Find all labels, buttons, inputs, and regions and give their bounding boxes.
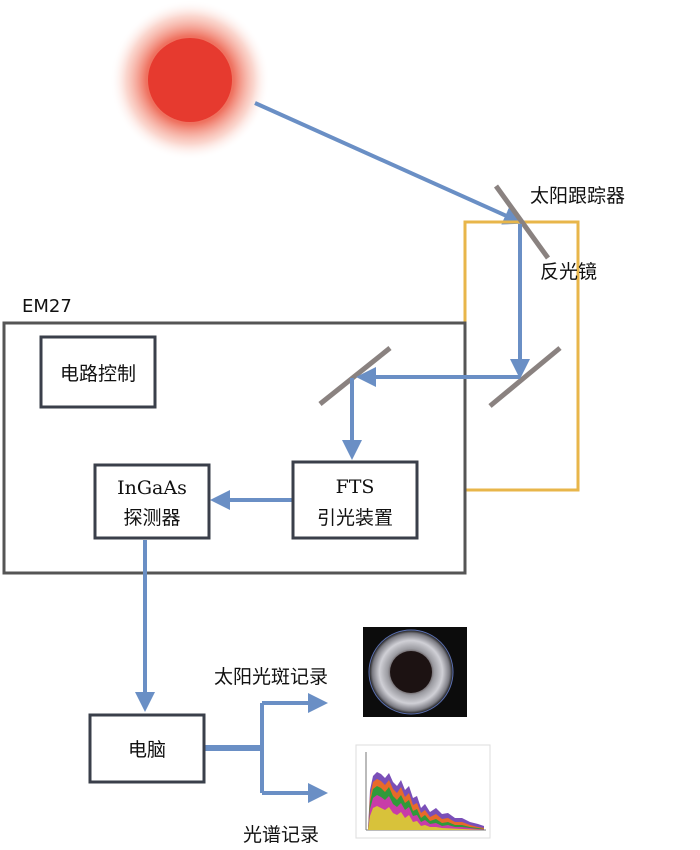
circuit-control-box: 电路控制 [39,335,157,409]
svg-text:探测器: 探测器 [123,507,180,529]
spectrum-image [355,744,491,839]
em27-label: EM27 [22,296,72,317]
fts-box: FTS 引光装置 [291,460,419,540]
svg-text:电路控制: 电路控制 [60,363,136,385]
tracker-top-mirror [493,184,551,260]
computer-output-branches [204,693,328,803]
detector-box: InGaAs 探测器 [93,463,211,540]
svg-text:FTS: FTS [336,476,375,498]
svg-text:引光装置: 引光装置 [317,507,393,529]
mirror-label: 反光镜 [540,261,597,283]
sun-beam [254,101,524,225]
svg-text:InGaAs: InGaAs [117,477,187,499]
svg-text:电脑: 电脑 [128,739,166,761]
sun-tracker-label: 太阳跟踪器 [530,185,625,207]
sun-icon [110,0,270,160]
em27-mirror [318,346,392,406]
computer-box: 电脑 [88,713,206,784]
spectrum-record-label: 光谱记录 [243,824,319,846]
em27-box [2,321,467,575]
sun-spot-image [363,627,467,717]
spot-record-label: 太阳光斑记录 [214,666,328,688]
